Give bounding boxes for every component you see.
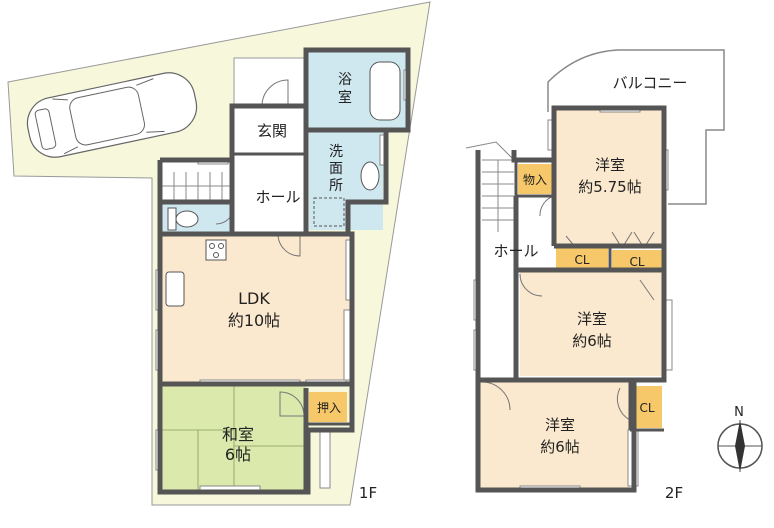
label-cl3: CL [639, 401, 654, 415]
walls-2f [475, 105, 667, 493]
room-cl1 [556, 248, 608, 270]
room-youshitsu2 [520, 272, 662, 376]
label-genkan: 玄関 [257, 122, 287, 140]
label-youshitsu1-size: 約5.75帖 [578, 178, 641, 196]
label-senmenjo-text: 洗面所 [329, 144, 343, 194]
floor-2f: バルコニー 洋室 約5.75帖 物入 ホール CL CL 洋室 約6帖 CL 洋… [465, 49, 725, 502]
stairs-2f [465, 141, 514, 232]
bathtub-icon [369, 61, 401, 121]
label-oshiire: 押入 [317, 401, 341, 415]
walls-1f [157, 47, 411, 495]
label-youshitsu3-name: 洋室 [545, 416, 575, 434]
car-icon [26, 72, 198, 158]
room-oshiire [309, 392, 347, 422]
porch [233, 57, 307, 107]
label-yokushitsu: 浴室 [338, 72, 352, 106]
label-ldk-size: 約10帖 [228, 311, 280, 330]
label-cl2: CL [629, 255, 644, 269]
label-hall2: ホール [493, 242, 538, 260]
room-hall [234, 154, 306, 232]
label-youshitsu1-name: 洋室 [595, 156, 625, 174]
washbasin-icon [360, 161, 380, 191]
room-cl2 [612, 250, 662, 272]
room-genkan [234, 108, 304, 154]
label-youshitsu2-size: 約6帖 [572, 332, 612, 350]
compass-needle-icon [735, 420, 745, 472]
kitchen-sink-icon [165, 271, 185, 307]
label-youshitsu2-name: 洋室 [577, 310, 607, 328]
room-cl3 [632, 386, 662, 428]
room-youshitsu3 [480, 382, 630, 488]
label-monoire: 物入 [523, 173, 547, 187]
label-hall: ホール [255, 188, 300, 206]
room-youshitsu1 [556, 110, 662, 246]
toilet-icon [167, 207, 199, 231]
label-cl1: CL [574, 253, 589, 267]
compass-n-label: N [734, 405, 744, 420]
label-washitsu-size: 6帖 [225, 445, 251, 464]
stairs-1f [162, 172, 234, 200]
floor-1f: 浴室 玄関 ホール 洗面所 LDK 約10帖 和室 6帖 押入 1F [7, 1, 431, 506]
label-youshitsu3-size: 約6帖 [540, 438, 580, 456]
label-washitsu-name: 和室 [222, 425, 254, 444]
stove-icon [205, 239, 227, 261]
label-senmenjo: 洗面所 [329, 144, 343, 194]
tatami-grid [162, 386, 306, 490]
floor-label-2f: 2F [665, 484, 683, 502]
floor-label-1f: 1F [359, 484, 377, 502]
compass: N [717, 405, 763, 472]
label-balcony: バルコニー [613, 74, 688, 92]
room-monoire [518, 164, 552, 194]
washer-space [313, 197, 345, 227]
room-ldk [162, 234, 350, 384]
label-ldk-name: LDK [238, 289, 270, 308]
